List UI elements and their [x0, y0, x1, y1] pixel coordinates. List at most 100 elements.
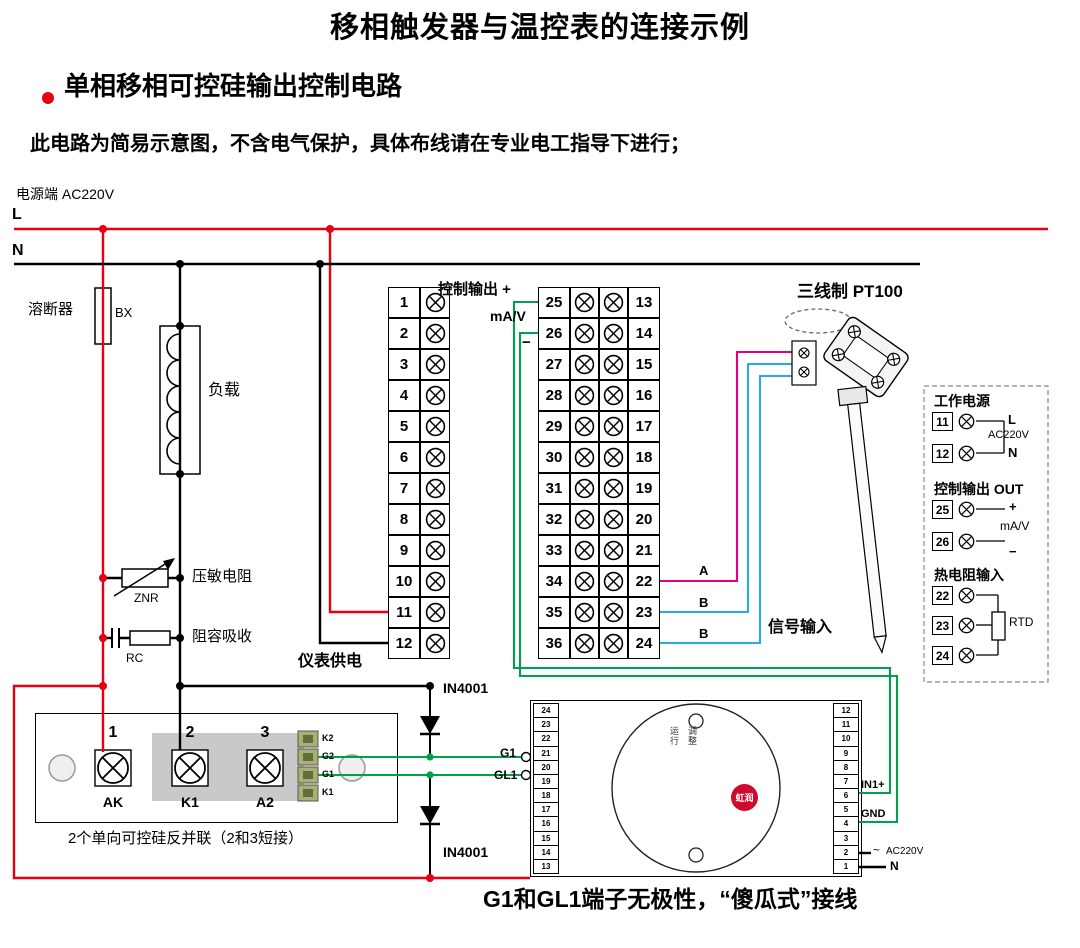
terminal-number: 11 — [388, 597, 420, 628]
screw-terminal-icon — [958, 533, 975, 550]
trigger-terminal: 13 — [541, 861, 551, 871]
terminal-row: 1 — [388, 287, 450, 318]
terminal-screw — [420, 442, 450, 473]
scr-gate-strip — [297, 730, 319, 802]
rc-snubber-symbol — [111, 628, 171, 648]
screw-terminal-icon — [574, 602, 595, 623]
control-wires — [318, 300, 899, 824]
legend-rtd-title: 热电阻输入 — [934, 567, 1004, 583]
terminal-number: 34 — [538, 566, 570, 597]
screw-terminal-icon — [603, 571, 624, 592]
screw-terminal-icon — [574, 292, 595, 313]
diode-1 — [420, 686, 440, 757]
trigger-terminal: 11 — [834, 718, 858, 733]
terminal-screw — [599, 380, 628, 411]
trigger-terminal: 12 — [834, 704, 858, 719]
legend-terminal-row: 11 — [932, 412, 975, 431]
screw-terminal-icon — [603, 540, 624, 561]
fuse-code: BX — [115, 305, 133, 320]
terminal-row: 8 — [388, 504, 450, 535]
legend-terminal-row: 26 — [932, 532, 975, 551]
legend-plus-label: + — [1009, 499, 1017, 514]
trigger-terminal: 8 — [834, 761, 858, 775]
controller-right-block: 25 13 26 14 27 15 28 16 29 17 — [538, 287, 660, 659]
legend-terminal-row: 25 — [932, 500, 975, 519]
scr-terminal-2-name: K1 — [181, 794, 199, 810]
terminal-number: 35 — [538, 597, 570, 628]
terminal-screw — [599, 628, 628, 659]
rc-label: 阻容吸收 — [192, 628, 253, 645]
screw-terminal-icon — [603, 478, 624, 499]
screw-terminal-icon — [425, 478, 445, 499]
terminal-screw — [570, 628, 599, 659]
trigger-n-label: N — [890, 859, 899, 873]
screw-terminal-icon — [603, 323, 624, 344]
pt100-label: 三线制 PT100 — [797, 282, 903, 301]
trigger-gate-terminals — [520, 751, 532, 781]
terminal-row: 3 — [388, 349, 450, 380]
terminal-screw — [599, 411, 628, 442]
trigger-terminal: 14 — [534, 846, 558, 860]
terminal-number: 32 — [538, 504, 570, 535]
terminal-number: 24 — [932, 646, 953, 665]
screw-terminal-icon — [958, 617, 975, 634]
terminal-number: 15 — [628, 349, 660, 380]
terminal-screw — [570, 442, 599, 473]
terminal-row: 32 20 — [538, 504, 660, 535]
scr-gate-label: K1 — [322, 787, 334, 797]
terminal-screw — [599, 287, 628, 318]
screw-terminal-icon — [574, 416, 595, 437]
screw-terminal-icon — [574, 354, 595, 375]
screw-terminal-icon — [958, 587, 975, 604]
screw-terminal-icon — [574, 323, 595, 344]
scr-gate-label: G1 — [322, 769, 335, 779]
trigger-terminal: 20 — [534, 761, 558, 775]
terminal-screw — [599, 597, 628, 628]
terminal-screw — [599, 442, 628, 473]
terminal-screw — [599, 535, 628, 566]
legend-mav-label: mA/V — [1000, 519, 1030, 533]
screw-terminal-icon — [425, 571, 445, 592]
terminal-screw — [570, 349, 599, 380]
terminal-number: 17 — [628, 411, 660, 442]
terminal-screw — [599, 318, 628, 349]
terminal-number: 20 — [628, 504, 660, 535]
terminal-number: 4 — [388, 380, 420, 411]
screw-terminal-icon — [574, 571, 595, 592]
terminal-number: 26 — [538, 318, 570, 349]
screw-terminal-icon — [574, 478, 595, 499]
warning-text: 此电路为简易示意图，不含电气保护，具体布线请在专业电工指导下进行； — [30, 133, 690, 155]
scr-note: 2个单向可控硅反并联（2和3短接） — [68, 830, 304, 847]
terminal-screw — [420, 349, 450, 380]
screw-terminal-icon — [603, 416, 624, 437]
wire-b2-label: B — [699, 626, 709, 641]
terminal-number: 22 — [628, 566, 660, 597]
control-output-label: 控制输出 + — [438, 281, 511, 298]
terminal-screw — [958, 647, 975, 664]
wire-b1-label: B — [699, 595, 709, 610]
terminal-number: 11 — [932, 412, 953, 431]
terminal-screw — [570, 380, 599, 411]
neutral-wires — [14, 262, 920, 869]
legend-rtd-rows: 22 23 24 — [932, 586, 975, 676]
terminal-number: 10 — [388, 566, 420, 597]
trigger-terminal: 6 — [834, 789, 858, 804]
terminal-number: 36 — [538, 628, 570, 659]
terminal-screw — [570, 504, 599, 535]
terminal-number: 22 — [932, 586, 953, 605]
screw-terminal-icon — [425, 292, 445, 313]
trigger-terminal: 2 — [834, 846, 858, 860]
terminal-screw — [420, 380, 450, 411]
junction-dots-gate — [426, 753, 434, 779]
live-wires — [12, 227, 1048, 880]
terminal-number: 28 — [538, 380, 570, 411]
diode-2 — [420, 775, 440, 878]
trigger-gl1-label: GL1 — [494, 768, 518, 782]
legend-n-label: N — [1008, 445, 1018, 460]
trigger-terminal: 23 — [534, 718, 558, 733]
trigger-terminal: 17 — [534, 803, 558, 818]
trigger-terminal: 15 — [534, 832, 558, 846]
diode2-label: IN4001 — [443, 844, 489, 860]
screw-terminal-icon — [958, 413, 975, 430]
